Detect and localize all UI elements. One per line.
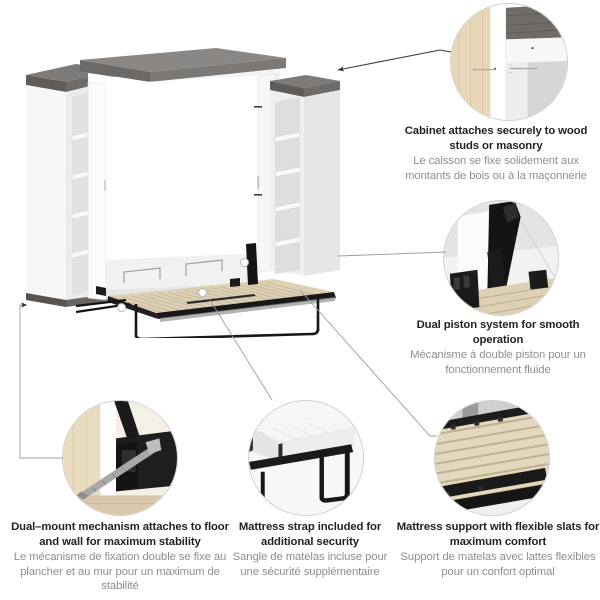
caption-heading-fr: Le mécanisme de fixation double se fixe … [13, 551, 227, 592]
marker-dot-piston [240, 258, 249, 267]
caption-dual-piston: Dual piston system for smooth operation … [396, 318, 600, 377]
caption-heading-fr: Le caisson se fixe solidement aux montan… [405, 155, 587, 182]
caption-heading-en: Cabinet attaches securely to wood studs … [404, 125, 588, 152]
product-illustration [18, 48, 348, 338]
callout-image-dual-piston [443, 200, 559, 316]
caption-heading-en: Dual piston system for smooth operation [416, 319, 580, 346]
connector-cabinet-mount [337, 49, 452, 72]
caption-heading-fr: Sangle de matelas incluse pour une sécur… [232, 551, 388, 578]
callout-image-cabinet-mount [450, 3, 568, 121]
caption-cabinet-mount: Cabinet attaches securely to wood studs … [392, 124, 600, 183]
connector-dual-piston [337, 251, 447, 257]
caption-heading-fr: Support de matelas avec lattes flexibles… [400, 551, 596, 578]
caption-heading-en: Dual–mount mechanism attaches to floor a… [11, 521, 229, 548]
callout-image-mattress-strap [248, 400, 364, 516]
caption-mattress-support: Mattress support with flexible slats for… [396, 520, 600, 579]
marker-dot-slats [198, 288, 207, 297]
caption-heading-en: Mattress support with flexible slats for… [396, 521, 600, 548]
callout-image-flexible-slats [434, 400, 550, 516]
caption-mattress-strap: Mattress strap included for additional s… [228, 520, 392, 579]
caption-dual-mount: Dual–mount mechanism attaches to floor a… [6, 520, 234, 594]
caption-heading-fr: Mécanisme à double piston pour un foncti… [410, 349, 586, 376]
marker-dot-strap [117, 303, 126, 312]
caption-heading-en: Mattress strap included for additional s… [238, 521, 382, 548]
callout-image-dual-mount [62, 400, 178, 516]
